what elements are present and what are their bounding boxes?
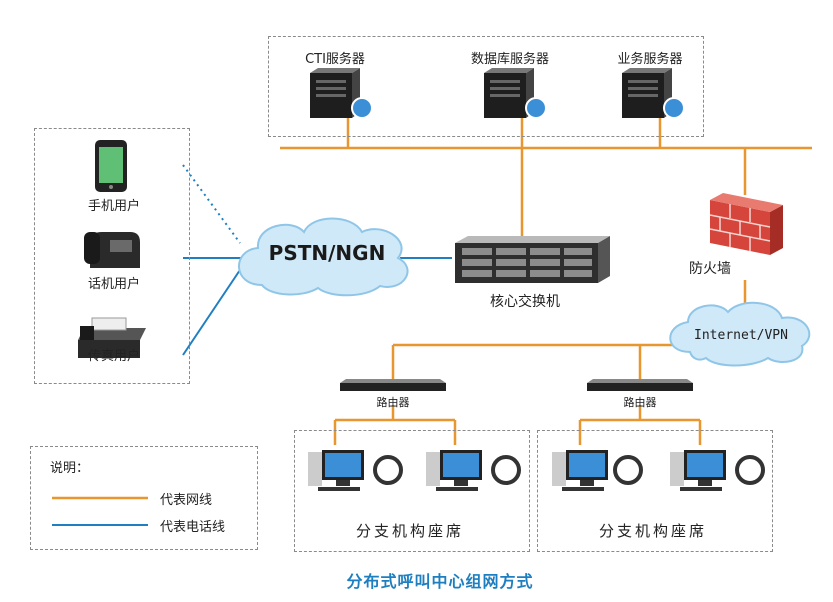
branch-box-right — [537, 430, 773, 552]
firewall-label: 防火墙 — [689, 261, 731, 277]
legend-phone-label: 代表电话线 — [160, 520, 226, 535]
mobile-user-label: 手机用户 — [87, 199, 140, 214]
workstation-icon-2 — [426, 450, 521, 491]
router-icon-left — [340, 379, 446, 391]
workstation-icon-3 — [552, 450, 643, 491]
core-switch-label: 核心交换机 — [490, 294, 560, 310]
database-server-label: 数据库服务器 — [470, 52, 549, 67]
router-icon-right — [587, 379, 693, 391]
router-label-right: 路由器 — [623, 396, 657, 409]
diagram-caption: 分布式呼叫中心组网方式 — [346, 572, 534, 591]
branch-label-left: 分支机构座席 — [355, 522, 464, 540]
desk-phone-icon — [84, 232, 140, 268]
server-group-box — [268, 36, 704, 137]
mobile-user-line — [182, 164, 241, 244]
pstn-label: PSTN/NGN — [268, 241, 386, 265]
business-server-label: 业务服务器 — [617, 52, 683, 67]
legend-box — [30, 446, 258, 550]
cti-server-label: CTI服务器 — [305, 52, 365, 67]
fax-machine-icon — [78, 317, 146, 358]
legend-title: 说明： — [50, 461, 90, 476]
cti-server-icon — [310, 68, 373, 119]
branch-label-right: 分支机构座席 — [598, 522, 707, 540]
business-server-icon — [622, 68, 685, 119]
firewall-icon — [709, 193, 783, 255]
user-group-box — [34, 128, 190, 384]
fax-user-label: 传真用户 — [87, 349, 140, 364]
pstn-cloud-icon — [238, 217, 409, 297]
workstation-icon-4 — [670, 450, 765, 491]
core-switch-icon — [455, 236, 610, 283]
desk-phone-user-label: 话机用户 — [87, 277, 140, 292]
router-label-left: 路由器 — [376, 396, 410, 409]
database-server-icon — [484, 68, 547, 119]
network-lines — [52, 118, 812, 500]
phone-lines — [52, 257, 452, 526]
branch-box-left — [294, 430, 530, 552]
internet-label: Internet/VPN — [694, 328, 788, 343]
internet-cloud-icon — [669, 301, 811, 367]
legend-network-label: 代表网线 — [160, 493, 213, 508]
workstation-icon-1 — [308, 450, 403, 491]
fax-user-line — [182, 257, 249, 356]
mobile-phone-icon — [95, 140, 127, 192]
